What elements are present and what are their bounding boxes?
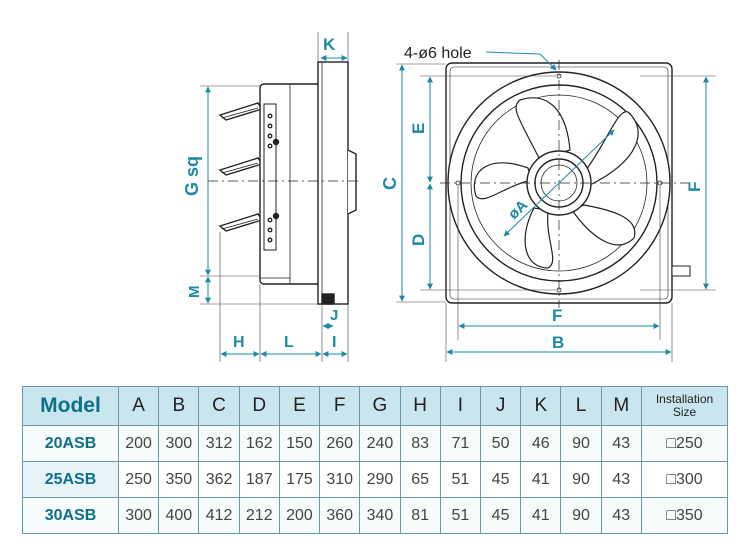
value-cell: 71: [439, 425, 481, 462]
header-a: A: [117, 386, 160, 426]
value-cell: 43: [600, 425, 643, 462]
value-cell: 312: [198, 425, 240, 462]
value-cell: □350: [641, 497, 728, 534]
value-cell: 412: [198, 497, 240, 534]
label-l: L: [284, 334, 294, 351]
value-cell: 51: [439, 497, 481, 534]
header-f: F: [319, 386, 361, 426]
label-m: M: [186, 286, 203, 299]
value-cell: 400: [158, 497, 200, 534]
label-j: J: [330, 307, 338, 324]
value-cell: 200: [117, 425, 160, 462]
header-c: C: [198, 386, 240, 426]
value-cell: 41: [520, 497, 562, 534]
header-e: E: [278, 386, 321, 426]
value-cell: 90: [560, 425, 602, 462]
label-f-bottom: F: [552, 306, 562, 325]
model-cell: 20ASB: [22, 425, 119, 462]
value-cell: 200: [278, 497, 321, 534]
value-cell: 90: [560, 497, 602, 534]
fan-technical-drawing: K 4-ø6 hole G sq M C E D F øA F B J H L …: [182, 32, 716, 362]
label-g: G sq: [182, 156, 202, 196]
label-h: H: [233, 334, 245, 351]
header-d: D: [238, 386, 280, 426]
value-cell: 51: [439, 461, 481, 498]
value-cell: □250: [641, 425, 728, 462]
front-extension-lines: [396, 63, 716, 362]
header-h: H: [399, 386, 441, 426]
value-cell: 45: [479, 497, 522, 534]
value-cell: 290: [359, 461, 401, 498]
value-cell: 260: [319, 425, 361, 462]
value-cell: 360: [319, 497, 361, 534]
value-cell: 83: [399, 425, 441, 462]
header-b: B: [158, 386, 200, 426]
value-cell: □300: [641, 461, 728, 498]
label-e: E: [409, 123, 428, 134]
header-installation-line2: Size: [672, 405, 697, 419]
value-cell: 212: [238, 497, 280, 534]
value-cell: 41: [520, 461, 562, 498]
label-d: D: [409, 234, 428, 246]
value-cell: 65: [399, 461, 441, 498]
header-g: G: [359, 386, 401, 426]
model-cell: 25ASB: [22, 461, 119, 498]
label-hole: 4-ø6 hole: [404, 45, 472, 62]
louver-shutter: [218, 102, 264, 232]
label-f-right: F: [685, 182, 704, 192]
header-installation-line1: Installation: [655, 392, 714, 406]
side-view: [208, 61, 362, 305]
label-b: B: [552, 333, 564, 352]
value-cell: 340: [359, 497, 401, 534]
value-cell: 150: [278, 425, 321, 462]
header-k: K: [520, 386, 562, 426]
header-i: I: [439, 386, 481, 426]
side-dimension-lines: [205, 55, 348, 357]
front-frame-side: [317, 61, 349, 305]
value-cell: 90: [560, 461, 602, 498]
value-cell: 175: [278, 461, 321, 498]
value-cell: 240: [359, 425, 401, 462]
value-cell: 300: [158, 425, 200, 462]
value-cell: 50: [479, 425, 522, 462]
side-extension-lines: [200, 32, 349, 362]
header-installation-size: Installation Size: [641, 386, 728, 426]
value-cell: 300: [117, 497, 160, 534]
specification-table: Model A B C D E F G H I J K L M Installa…: [22, 386, 728, 534]
value-cell: 46: [520, 425, 562, 462]
value-cell: 45: [479, 461, 522, 498]
header-model: Model: [22, 386, 119, 426]
label-i: I: [332, 334, 336, 351]
header-l: L: [560, 386, 602, 426]
header-j: J: [479, 386, 522, 426]
front-view: [440, 60, 691, 308]
value-cell: 43: [600, 497, 643, 534]
dimension-labels: K 4-ø6 hole G sq M C E D F øA F B J H L …: [182, 35, 704, 352]
value-cell: 81: [399, 497, 441, 534]
value-cell: 350: [158, 461, 200, 498]
table-header-row: Model A B C D E F G H I J K L M Installa…: [22, 386, 728, 426]
value-cell: 362: [198, 461, 240, 498]
value-cell: 162: [238, 425, 280, 462]
value-cell: 250: [117, 461, 160, 498]
model-cell: 30ASB: [22, 497, 119, 534]
label-c: C: [380, 177, 400, 190]
label-k: K: [323, 35, 336, 54]
front-dimension-lines: [399, 51, 709, 355]
header-m: M: [600, 386, 643, 426]
value-cell: 310: [319, 461, 361, 498]
value-cell: 187: [238, 461, 280, 498]
value-cell: 43: [600, 461, 643, 498]
